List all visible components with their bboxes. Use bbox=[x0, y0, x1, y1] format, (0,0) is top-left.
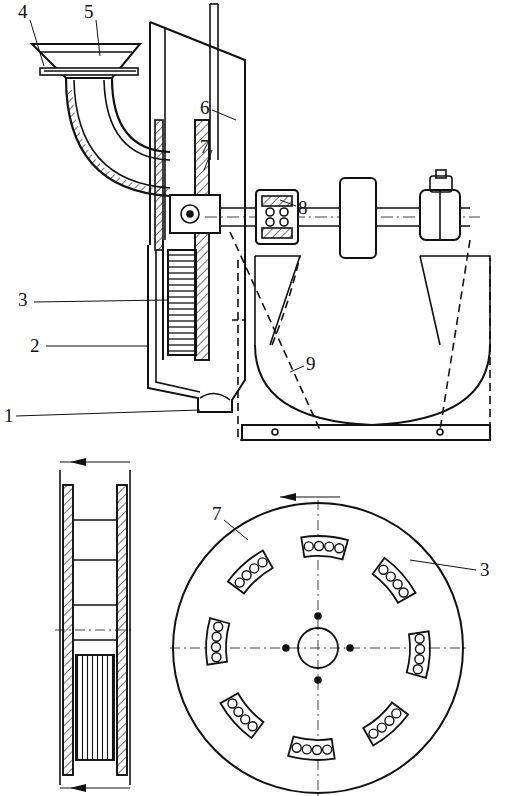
pin bbox=[323, 745, 332, 754]
hopper bbox=[32, 44, 140, 78]
pin bbox=[413, 665, 422, 674]
frame-stand bbox=[230, 232, 490, 440]
pin bbox=[302, 745, 311, 754]
pin bbox=[214, 622, 223, 631]
pin bbox=[386, 572, 395, 581]
pin bbox=[325, 542, 334, 551]
callout-number: 3 bbox=[480, 560, 490, 579]
pin bbox=[250, 564, 259, 573]
pin bbox=[242, 571, 251, 580]
leader-lines bbox=[16, 20, 476, 570]
pin bbox=[392, 709, 401, 718]
callout-number: 3 bbox=[18, 290, 28, 309]
callout-number: 2 bbox=[30, 336, 40, 355]
housing bbox=[150, 4, 245, 360]
pin-holder bbox=[301, 536, 348, 559]
pin bbox=[369, 729, 378, 738]
callout-number: 7 bbox=[200, 137, 210, 156]
pin bbox=[248, 722, 257, 731]
pin bbox=[399, 588, 408, 597]
callout-number: 6 bbox=[200, 98, 210, 117]
pin bbox=[379, 565, 388, 574]
pin bbox=[292, 743, 301, 752]
pin bbox=[212, 643, 221, 652]
pin-holder bbox=[221, 693, 264, 738]
pin bbox=[385, 716, 394, 725]
pin bbox=[304, 542, 313, 551]
callout-number: 4 bbox=[18, 2, 28, 21]
callout-number: 7 bbox=[212, 504, 222, 523]
pin-holder bbox=[206, 618, 229, 665]
pin bbox=[241, 715, 250, 724]
callout-number: 8 bbox=[298, 198, 308, 217]
pin-holder bbox=[407, 631, 430, 678]
pin-disc bbox=[170, 493, 466, 796]
pin-holder bbox=[363, 703, 408, 746]
pin bbox=[212, 632, 221, 641]
pulley bbox=[340, 178, 376, 258]
pin-holder bbox=[373, 558, 416, 603]
pin bbox=[228, 699, 237, 708]
pin bbox=[377, 723, 386, 732]
callout-number: 5 bbox=[84, 2, 94, 21]
pin bbox=[235, 578, 244, 587]
pin bbox=[313, 746, 322, 755]
pin bbox=[234, 707, 243, 716]
callout-number: 9 bbox=[306, 354, 316, 373]
pin bbox=[393, 580, 402, 589]
motor-end bbox=[420, 170, 460, 240]
pin bbox=[258, 558, 267, 567]
rotor-section bbox=[55, 458, 135, 792]
pin bbox=[335, 544, 344, 553]
callout-number: 1 bbox=[4, 406, 14, 425]
pin-holder bbox=[228, 551, 273, 594]
pin bbox=[212, 653, 221, 662]
pin-holder bbox=[288, 737, 335, 760]
pin bbox=[416, 645, 425, 654]
pin bbox=[415, 655, 424, 664]
pin bbox=[415, 634, 424, 643]
pin bbox=[315, 542, 324, 551]
